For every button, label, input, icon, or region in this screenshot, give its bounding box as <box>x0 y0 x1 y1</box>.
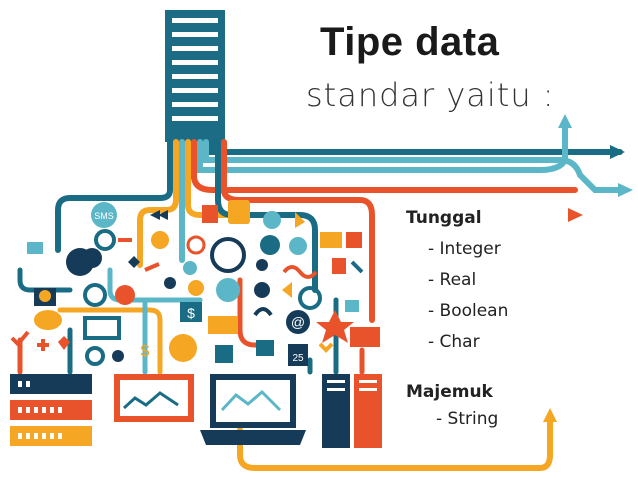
icon-cluster: SMS <box>10 200 380 366</box>
server-racks <box>10 374 92 446</box>
list-item: - Char <box>428 332 480 352</box>
group-heading-majemuk: Majemuk <box>406 382 493 402</box>
calendar-icon: 25 <box>292 353 304 364</box>
list-item: - Boolean <box>428 301 509 321</box>
group-heading-tunggal: Tunggal <box>406 208 482 228</box>
list-item: - Real <box>428 270 477 290</box>
page-subtitle: standar yaitu : <box>306 76 555 114</box>
monitor-chart <box>114 374 194 422</box>
data-lines <box>55 122 628 471</box>
page-title: Tipe data <box>320 20 500 64</box>
list-item: - String <box>436 409 499 429</box>
sms-icon: SMS <box>94 211 114 221</box>
server-tower <box>165 10 225 142</box>
svg-text:$: $ <box>141 343 150 360</box>
tower-servers <box>322 374 382 448</box>
list-item: - Integer <box>428 239 501 259</box>
laptop <box>200 374 306 445</box>
data-type-list: Tunggal - Integer - Real - Boolean - Cha… <box>406 208 508 434</box>
svg-text:@: @ <box>291 314 305 330</box>
svg-text:$: $ <box>187 305 195 321</box>
